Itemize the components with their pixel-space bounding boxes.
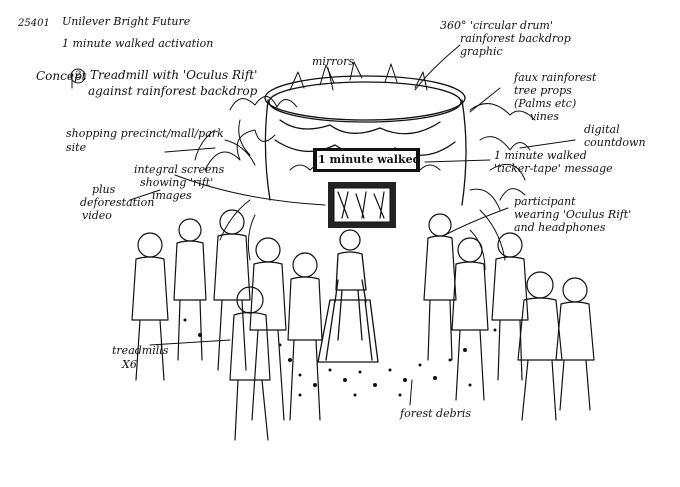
rainforest-foliage [194,61,536,271]
sign-text: 1 minute walked [318,153,421,166]
label-drum-1: 360° 'circular drum' [440,19,553,32]
label-countdown-1: digital [584,123,620,136]
annotation-leaders [71,44,576,406]
label-props-2: tree props [514,84,572,97]
label-treadmills-2: X6 [122,358,137,371]
crowd-figures [131,209,595,441]
label-ticker-2: 'ticker-tape' message [494,162,613,175]
label-mirrors: mirrors [312,55,354,68]
client-title: Unilever Bright Future [62,15,191,28]
job-number: 25401 [18,18,50,29]
concept-number-circle [70,68,86,84]
ticker-tape-sign [313,148,420,172]
label-deforest-3: video [82,209,112,222]
forest-debris [183,318,497,397]
label-deforest-1: plus [92,183,116,196]
label-participant-2: wearing 'Oculus Rift' [514,208,632,221]
label-drum-3: graphic [460,45,503,58]
concept-line-1: Treadmill with 'Oculus Rift' [90,68,258,82]
label-props-1: faux rainforest [514,71,597,84]
label-countdown-2: countdown [584,136,646,149]
concept-number: 2 [75,70,82,81]
label-site-1: shopping precinct/mall/park [66,127,224,140]
label-site-2: site [66,141,87,154]
concept-line-2: against rainforest backdrop [88,84,258,98]
participant-figure [335,229,367,341]
label-screens-2: showing 'rift' [140,176,214,189]
label-participant-1: participant [514,195,576,208]
label-screens-1: integral screens [134,163,225,176]
concept-label: Concept [36,69,87,83]
activation-title: 1 minute walked activation [62,37,214,50]
label-drum-2: rainforest backdrop [460,32,571,45]
treadmill [317,279,379,363]
label-forest-debris: forest debris [400,407,472,420]
integral-screen [328,182,396,228]
label-participant-3: and headphones [514,221,606,234]
label-props-3: (Palms etc) [514,97,577,110]
label-treadmills-1: treadmills [112,344,169,357]
label-deforest-2: deforestation [80,196,155,209]
label-props-4: vines [530,110,559,123]
label-screens-3: images [152,189,192,202]
label-ticker-1: 1 minute walked [494,149,587,162]
